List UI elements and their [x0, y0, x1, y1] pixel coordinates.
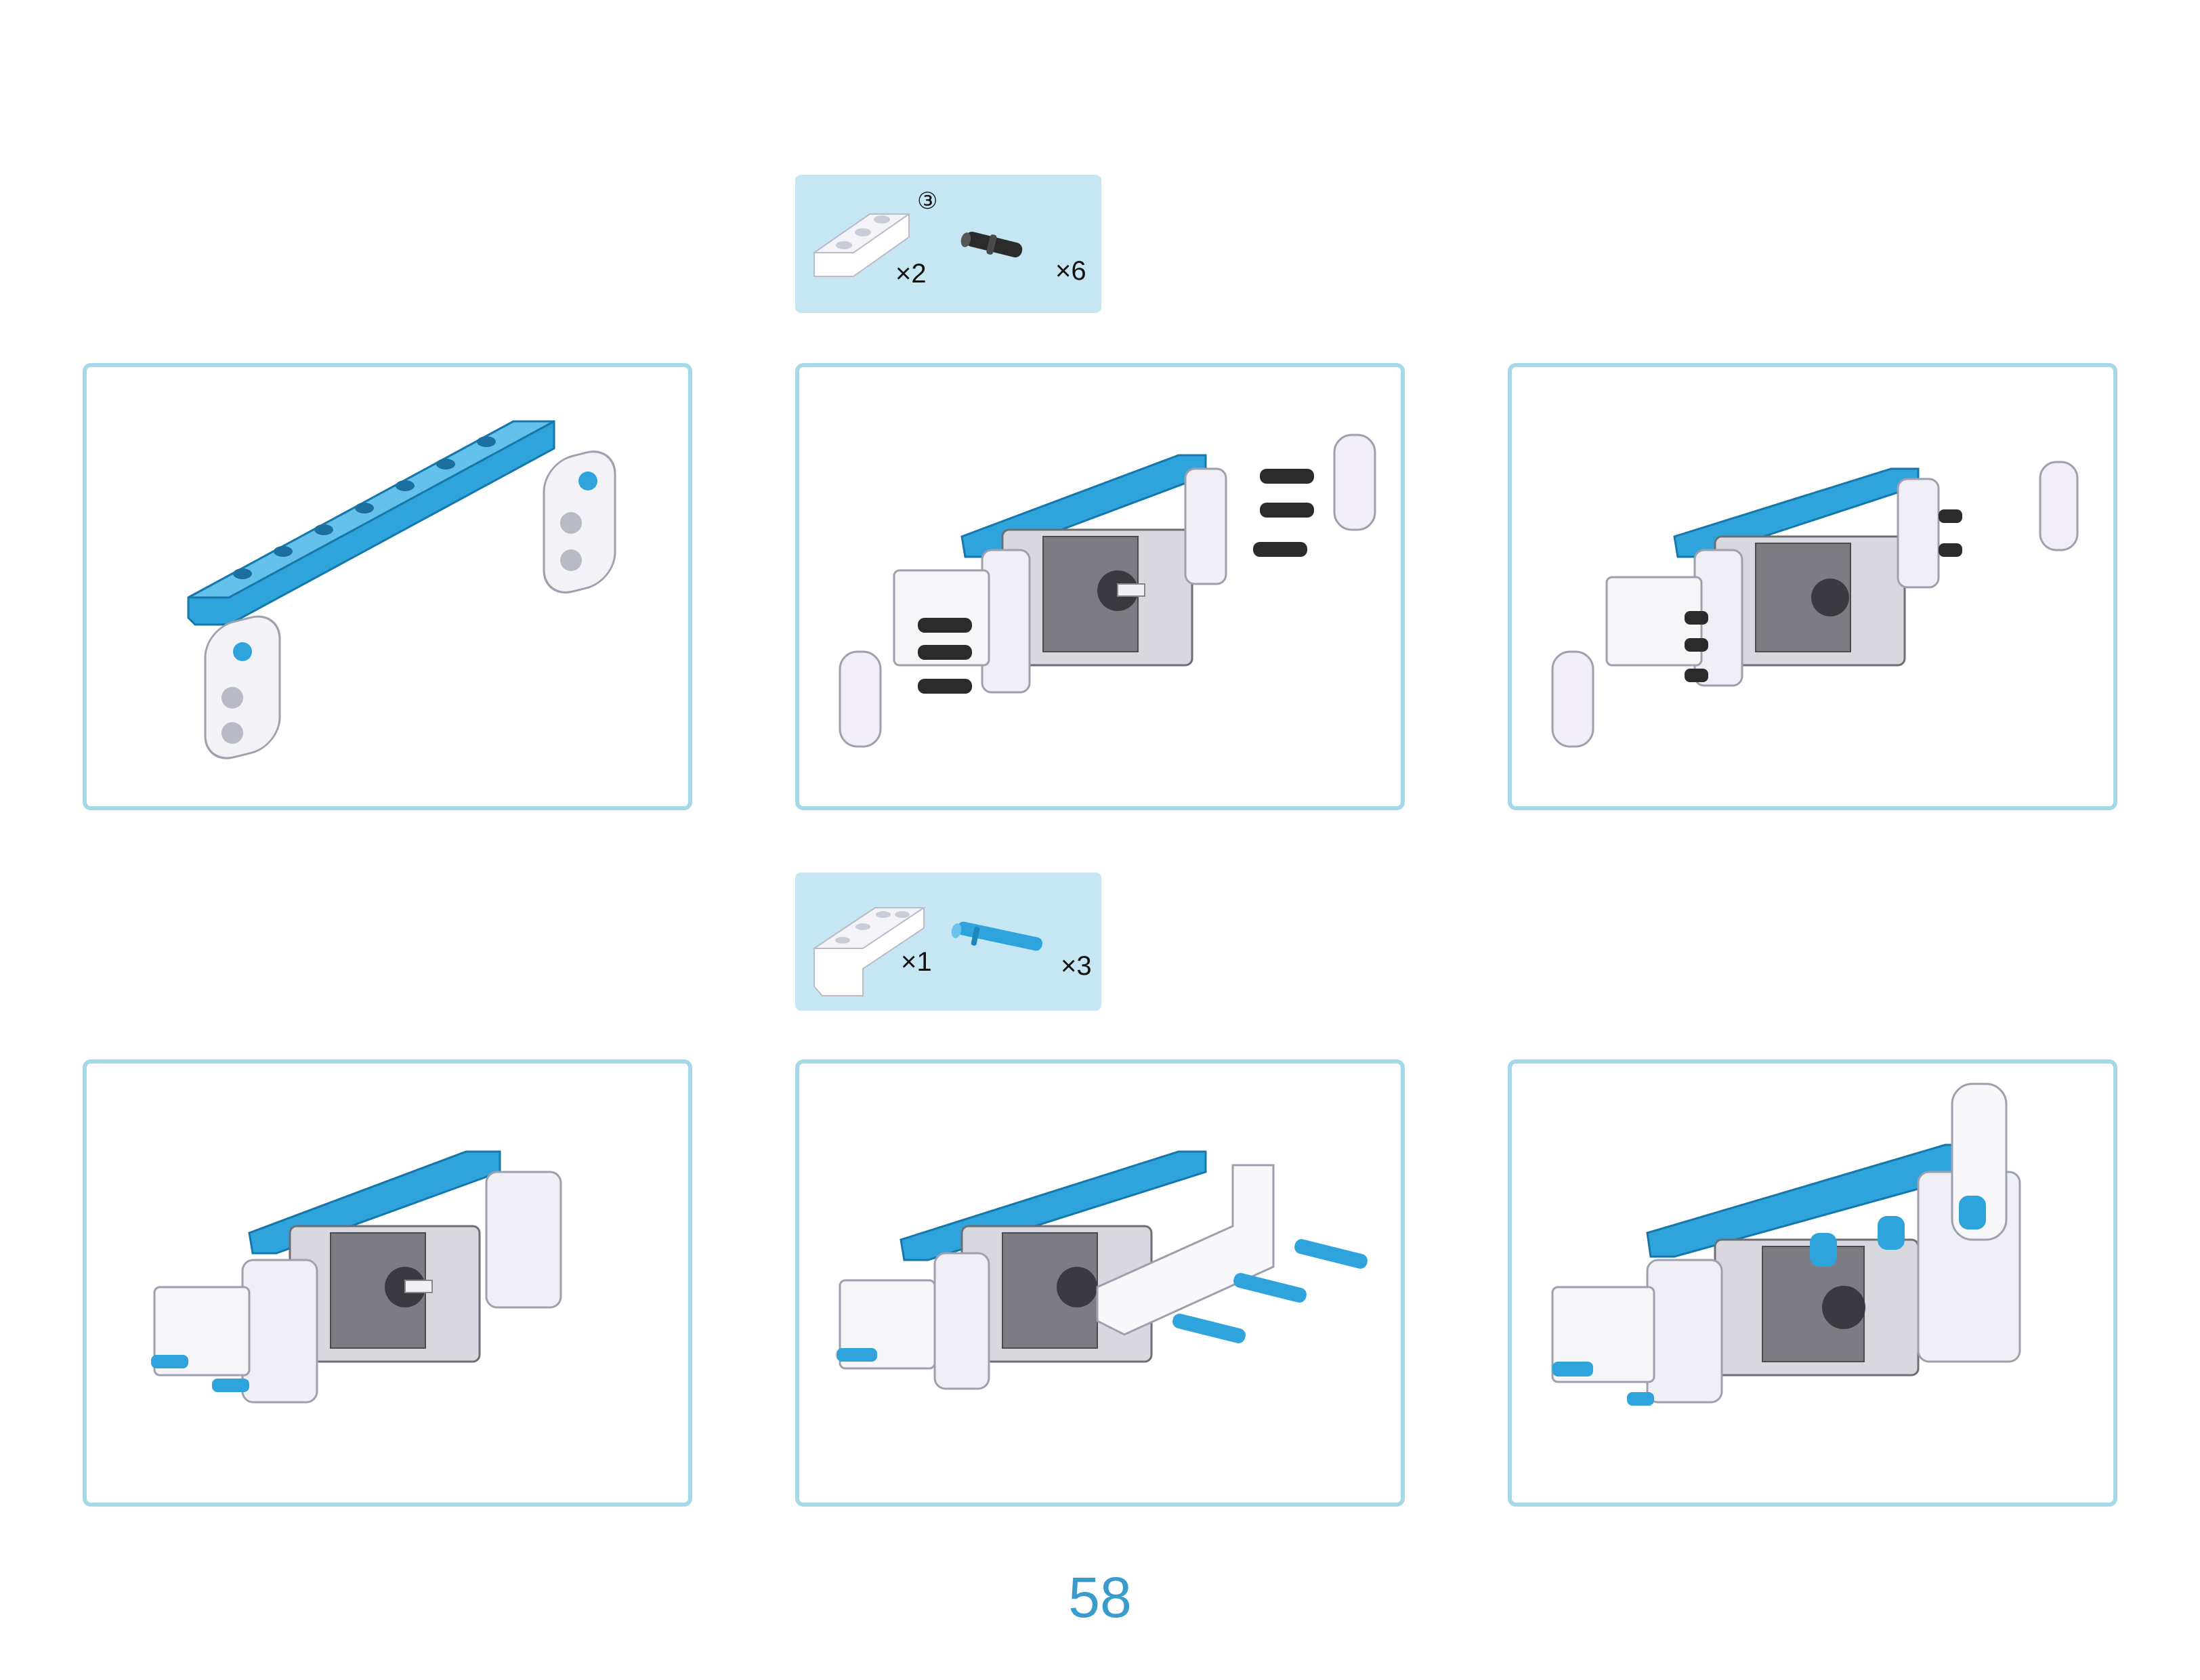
parts-list-2: ×1 ×3: [795, 873, 1101, 1011]
l-beam-quantity: ×1: [901, 947, 932, 977]
white-3-hole-beam-icon: [811, 213, 912, 277]
step-5-illustration: [837, 1150, 1368, 1390]
black-connector-pin-icon: [960, 232, 1023, 257]
step-2-frame: [795, 363, 1405, 810]
step-4-illustration: [151, 1150, 562, 1404]
step-5-frame: [795, 1059, 1405, 1507]
step-6-frame: [1508, 1059, 2117, 1507]
page-number: 58: [1068, 1566, 1132, 1629]
axle-pin-quantity: ×3: [1061, 951, 1092, 981]
parts-list-1-drawing: [811, 213, 1023, 277]
pin-quantity: ×6: [1055, 256, 1086, 286]
step-1-illustration: [187, 420, 616, 759]
step-3-illustration: [1551, 461, 2079, 748]
step-4-frame: [83, 1059, 692, 1507]
blue-axle-pin-icon: [951, 921, 1043, 951]
step-6-illustration: [1551, 1083, 2021, 1406]
beam-quantity: ×2: [895, 259, 927, 289]
step-2-illustration: [839, 434, 1376, 748]
parts-list-2-drawing: [811, 907, 1043, 996]
parts-list-1: ③ ×2 ×6: [795, 175, 1101, 313]
white-l-beam-icon: [811, 907, 927, 996]
beam-size-mark: ③: [917, 188, 938, 215]
step-1-frame: [83, 363, 692, 810]
step-3-frame: [1508, 363, 2117, 810]
